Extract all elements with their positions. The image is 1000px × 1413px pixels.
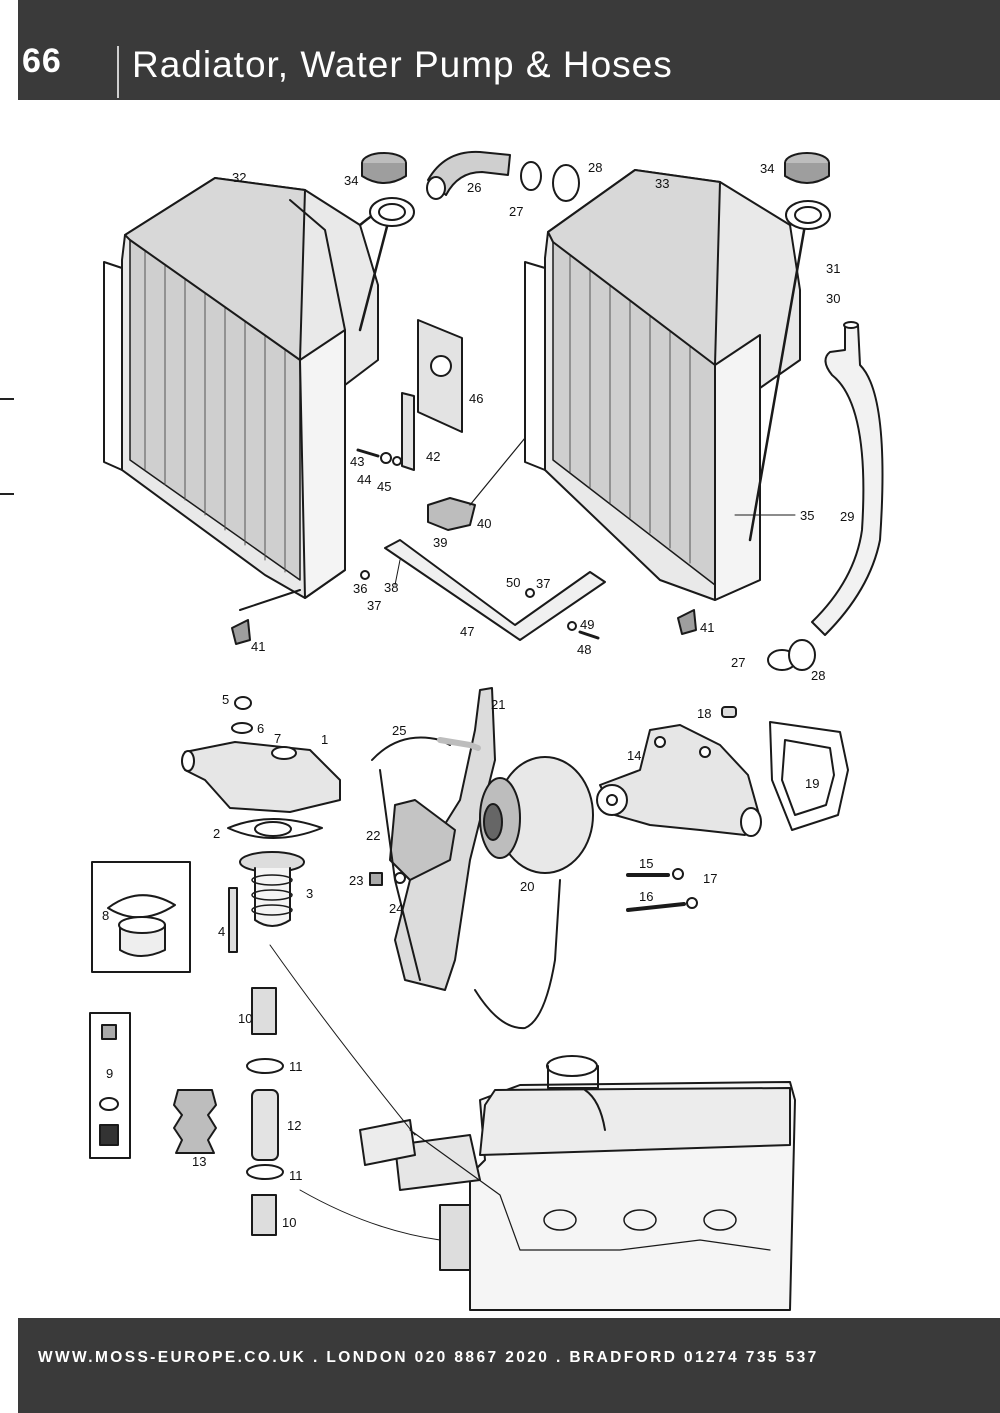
engine-block-drawing [359, 1055, 796, 1311]
part-label: 13 [192, 1154, 206, 1169]
part-label: 11 [289, 1059, 303, 1074]
clip-11-drawing [246, 1058, 284, 1180]
binding-mark-top [0, 398, 14, 400]
part-label: 34 [344, 173, 358, 188]
part-label: 28 [588, 160, 602, 175]
part-label: 44 [357, 472, 371, 487]
part-label: 10 [238, 1011, 252, 1026]
bolt-washer-43-45-drawing [356, 448, 402, 466]
page-number: 66 [22, 42, 62, 80]
part-label: 35 [800, 508, 814, 523]
part-label: 27 [731, 655, 745, 670]
part-label: 33 [655, 176, 669, 191]
binding-mark-bottom [0, 493, 14, 495]
part-label: 25 [392, 723, 406, 738]
part-label: 20 [520, 879, 534, 894]
part-label: 11 [289, 1168, 303, 1183]
page-header [18, 0, 1000, 100]
part-label: 14 [627, 748, 641, 763]
part-label: 43 [350, 454, 364, 469]
leader-lines [269, 514, 796, 1241]
part-label: 29 [840, 509, 854, 524]
part-label: 50 [506, 575, 520, 590]
part-label: 45 [377, 479, 391, 494]
part-label: 37 [367, 598, 381, 613]
part-label: 21 [491, 697, 505, 712]
bracket-46-drawing [417, 319, 463, 433]
part-label: 41 [251, 639, 265, 654]
part-label: 1 [321, 732, 328, 747]
fan-blade-21-drawing [389, 687, 496, 991]
dowel-18-drawing [721, 706, 737, 718]
part-label: 4 [218, 924, 225, 939]
part-label: 15 [639, 856, 653, 871]
part-label: 16 [639, 889, 653, 904]
part-label: 36 [353, 581, 367, 596]
footer-contact-text: WWW.MOSS-EUROPE.CO.UK . LONDON 020 8867 … [38, 1349, 819, 1366]
water-pump-gasket-19-drawing [769, 721, 849, 831]
part-label: 32 [232, 170, 246, 185]
part-label: 6 [257, 721, 264, 736]
part-label: 7 [274, 731, 281, 746]
header-divider [117, 46, 119, 98]
part-label: 19 [805, 776, 819, 791]
part-number-labels: 32 34 26 28 27 33 34 31 30 46 42 43 44 4… [102, 160, 854, 1230]
part-label: 22 [366, 828, 380, 843]
stud-4-drawing [228, 887, 238, 953]
part-label: 39 [433, 535, 447, 550]
part-label: 18 [697, 706, 711, 721]
boxed-part-9-drawing [89, 1012, 131, 1159]
thermostat-housing-drawing [181, 696, 341, 813]
part-label: 17 [703, 871, 717, 886]
hose-clips-27-28-lower-drawing [767, 639, 816, 671]
drain-tap-39-40-drawing [427, 437, 526, 531]
part-label: 30 [826, 291, 840, 306]
part-label: 31 [826, 261, 840, 276]
bolts-15-16-17-drawing [626, 868, 698, 912]
bolt-23-24-drawing [369, 872, 406, 886]
radiator-right-drawing [524, 169, 808, 601]
gasket-2-drawing [227, 818, 323, 839]
part-label: 26 [467, 180, 481, 195]
hose-12-drawing [251, 1089, 279, 1161]
part-label: 46 [469, 391, 483, 406]
part-label: 47 [460, 624, 474, 639]
part-label: 27 [509, 204, 523, 219]
part-label: 34 [760, 161, 774, 176]
top-hose-drawing [426, 150, 580, 202]
support-strap-47-drawing [360, 539, 606, 641]
part-label: 24 [389, 901, 403, 916]
page-footer [18, 1318, 1000, 1413]
bottom-hose-29-drawing [811, 321, 884, 636]
part-label: 23 [349, 873, 363, 888]
bracket-42-drawing [401, 392, 415, 471]
part-label: 40 [477, 516, 491, 531]
part-label: 12 [287, 1118, 301, 1133]
part-label: 3 [306, 886, 313, 901]
water-pump-14-drawing [596, 724, 762, 837]
part-label: 49 [580, 617, 594, 632]
part-label: 37 [536, 576, 550, 591]
boxed-part-8-drawing [91, 861, 191, 973]
part-label: 10 [282, 1215, 296, 1230]
bellows-hose-13-drawing [173, 1089, 217, 1154]
part-label: 8 [102, 908, 109, 923]
part-label: 48 [577, 642, 591, 657]
radiator-left-drawing [103, 177, 392, 611]
part-label: 42 [426, 449, 440, 464]
thermostat-3-drawing [239, 851, 305, 927]
adaptor-10-drawing [251, 987, 277, 1236]
page-title: Radiator, Water Pump & Hoses [132, 44, 673, 85]
part-label: 9 [106, 1066, 113, 1081]
pulley-20-drawing [479, 756, 594, 874]
radiator-cap-drawings [361, 152, 831, 230]
part-label: 41 [700, 620, 714, 635]
part-label: 38 [384, 580, 398, 595]
part-label: 28 [811, 668, 825, 683]
part-label: 2 [213, 826, 220, 841]
part-label: 5 [222, 692, 229, 707]
drain-tap-41-drawings [231, 609, 697, 645]
